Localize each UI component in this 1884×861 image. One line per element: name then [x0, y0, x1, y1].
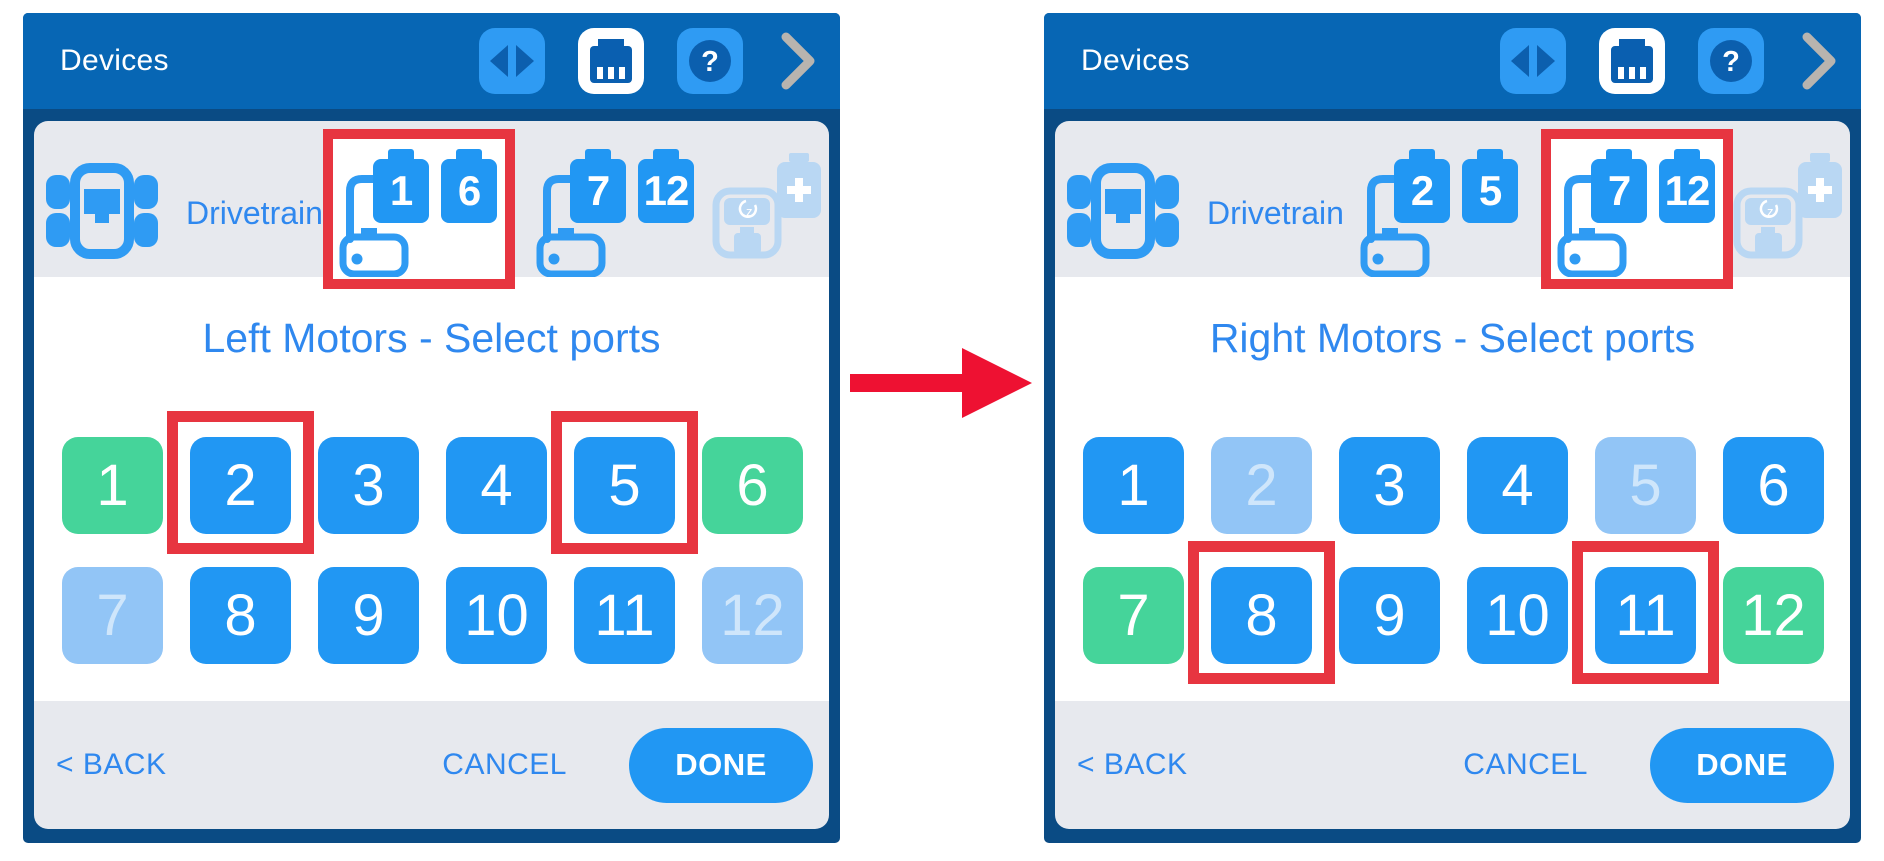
- brain-device-icon[interactable]: [578, 28, 644, 94]
- drivetrain-icon: [46, 163, 158, 259]
- header-icons: ?: [1500, 28, 1841, 94]
- port-grid: 1 2 3 4 5 6 7 8 9 10 11 12: [62, 411, 803, 664]
- motor-group-left[interactable]: 2 5: [1344, 129, 1536, 289]
- back-button[interactable]: < BACK: [56, 748, 167, 781]
- port-button-11[interactable]: 11: [574, 567, 675, 664]
- motor-icon: [536, 155, 606, 278]
- cancel-button[interactable]: CANCEL: [1463, 748, 1588, 781]
- back-button[interactable]: < BACK: [1077, 748, 1188, 781]
- port-button-8[interactable]: 8: [1188, 541, 1335, 684]
- add-motor-group-icon[interactable]: z: [711, 153, 823, 261]
- motor-icon: [1360, 155, 1430, 278]
- content-card: Drivetrain 2 5 7 12 z Right Motors - Sel: [1055, 121, 1850, 829]
- motor-port-badge: 12: [1659, 149, 1715, 223]
- motor-port-badge: 5: [1462, 149, 1518, 223]
- drivetrain-label: Drivetrain: [186, 195, 323, 231]
- add-motor-group-icon[interactable]: z: [1732, 153, 1844, 261]
- svg-text:z: z: [1767, 204, 1774, 219]
- svg-text:?: ?: [701, 46, 719, 78]
- drivetrain-label: Drivetrain: [1207, 195, 1344, 231]
- drivetrain-banner: Drivetrain 1 6 7 12 z: [34, 121, 829, 289]
- port-button-4[interactable]: 4: [1467, 437, 1568, 534]
- svg-text:?: ?: [1722, 46, 1740, 78]
- port-button-9[interactable]: 9: [1339, 567, 1440, 664]
- header-bar: Devices ?: [23, 13, 840, 109]
- port-button-1[interactable]: 1: [62, 437, 163, 534]
- port-select-sheet: Left Motors - Select ports 1 2 3 4 5 6 7…: [34, 277, 829, 701]
- code-view-icon[interactable]: [479, 28, 545, 94]
- help-icon[interactable]: ?: [677, 28, 743, 94]
- expand-chevron-icon[interactable]: [1797, 28, 1841, 94]
- motor-port-badge: 2: [1394, 149, 1450, 223]
- header-icons: ?: [479, 28, 820, 94]
- motor-group-right[interactable]: 7 12: [1541, 129, 1733, 289]
- devices-panel-right: Devices ? Drivetrain: [1044, 13, 1861, 843]
- port-button-11[interactable]: 11: [1572, 541, 1719, 684]
- sheet-title: Right Motors - Select ports: [1209, 315, 1696, 361]
- port-grid: 1 2 3 4 5 6 7 8 9 10 11 12: [1083, 437, 1824, 684]
- port-button-1[interactable]: 1: [1083, 437, 1184, 534]
- motor-port-badge: 7: [570, 149, 626, 223]
- code-view-icon[interactable]: [1500, 28, 1566, 94]
- header-title: Devices: [60, 44, 169, 77]
- brain-device-icon[interactable]: [1599, 28, 1665, 94]
- port-button-12[interactable]: 12: [1723, 567, 1824, 664]
- port-button-3[interactable]: 3: [318, 437, 419, 534]
- drivetrain-banner: Drivetrain 2 5 7 12 z: [1055, 121, 1850, 289]
- step-arrow: [850, 348, 1032, 418]
- port-button-12[interactable]: 12: [702, 567, 803, 664]
- drivetrain-icon: [1067, 163, 1179, 259]
- footer-bar: < BACK CANCEL DONE: [34, 701, 829, 829]
- port-button-2[interactable]: 2: [1211, 437, 1312, 534]
- expand-chevron-icon[interactable]: [776, 28, 820, 94]
- header-bar: Devices ?: [1044, 13, 1861, 109]
- port-button-7[interactable]: 7: [1083, 567, 1184, 664]
- motor-group-right[interactable]: 7 12: [520, 129, 712, 289]
- motor-icon: [339, 155, 409, 278]
- port-button-6[interactable]: 6: [1723, 437, 1824, 534]
- port-button-10[interactable]: 10: [446, 567, 547, 664]
- motor-port-badge: 12: [638, 149, 694, 223]
- content-card: Drivetrain 1 6 7 12 z Left Motors - Sele: [34, 121, 829, 829]
- port-button-6[interactable]: 6: [702, 437, 803, 534]
- done-button[interactable]: DONE: [1650, 727, 1834, 803]
- cancel-button[interactable]: CANCEL: [442, 748, 567, 781]
- port-button-2[interactable]: 2: [167, 411, 314, 554]
- sheet-title: Left Motors - Select ports: [202, 315, 661, 361]
- port-button-5[interactable]: 5: [551, 411, 698, 554]
- motor-port-badge: 6: [441, 149, 497, 223]
- step-arrow-head: [962, 348, 1032, 418]
- motor-port-badge: 7: [1591, 149, 1647, 223]
- port-button-4[interactable]: 4: [446, 437, 547, 534]
- port-button-5[interactable]: 5: [1595, 437, 1696, 534]
- port-select-sheet: Right Motors - Select ports 1 2 3 4 5 6 …: [1055, 277, 1850, 701]
- svg-text:z: z: [746, 204, 753, 219]
- motor-icon: [1557, 155, 1627, 278]
- devices-panel-left: Devices ? Drivetrain: [23, 13, 840, 843]
- motor-group-left[interactable]: 1 6: [323, 129, 515, 289]
- port-button-7[interactable]: 7: [62, 567, 163, 664]
- port-button-9[interactable]: 9: [318, 567, 419, 664]
- done-button[interactable]: DONE: [629, 727, 813, 803]
- port-button-10[interactable]: 10: [1467, 567, 1568, 664]
- step-arrow-shaft: [850, 374, 966, 392]
- motor-port-badge: 1: [373, 149, 429, 223]
- port-button-8[interactable]: 8: [190, 567, 291, 664]
- header-title: Devices: [1081, 44, 1190, 77]
- port-button-3[interactable]: 3: [1339, 437, 1440, 534]
- help-icon[interactable]: ?: [1698, 28, 1764, 94]
- footer-bar: < BACK CANCEL DONE: [1055, 701, 1850, 829]
